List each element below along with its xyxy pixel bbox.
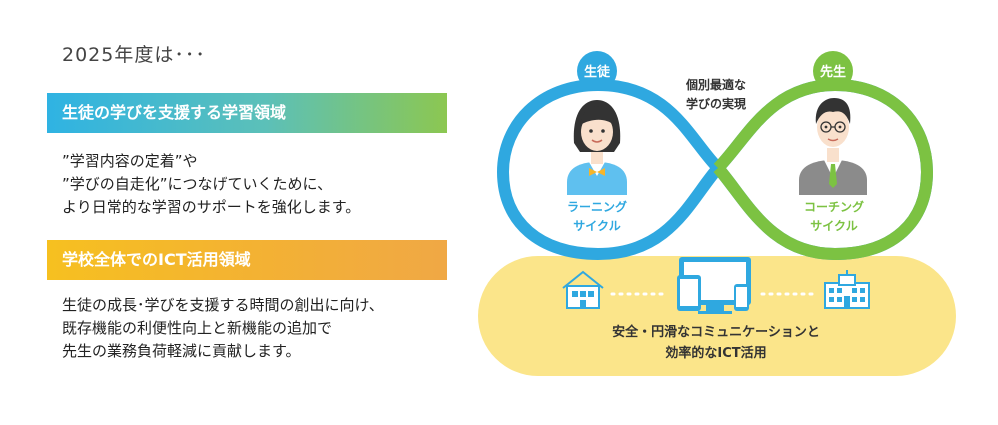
teacher-badge [813,51,853,91]
student-illustration [567,100,627,195]
section2-line: 生徒の成長･学びを支援する時間の創出に向け、 [62,296,384,314]
section1-line: より日常的な学習のサポートを強化します。 [62,198,361,216]
coaching-cycle-label-line2: サイクル [810,219,857,233]
infinity-loop-right-half [713,78,934,261]
section1-description: ”学習内容の定着”や ”学びの自走化”につなげていくために、 より日常的な学習の… [62,150,360,219]
coaching-cycle-label-line1: コーチング [804,199,864,214]
house-icon [562,270,604,309]
bottom-label-line1: 安全・円滑なコミュニケーションと [612,324,820,340]
section2-line: 既存機能の利便性向上と新機能の追加で [62,319,333,337]
student-badge [577,51,617,91]
learning-cycle-label-line2: サイクル [573,219,620,233]
section1-line: ”学びの自走化”につなげていくために、 [62,175,333,193]
center-label-line2: 学びの実現 [686,96,746,111]
page-heading: 2025年度は･･･ [62,44,206,66]
section2-title-band: 学校全体でのICT活用領域 [47,240,447,280]
student-badge-label: 生徒 [584,64,611,80]
section1-line: ”学習内容の定着”や [62,152,198,170]
bottom-label-line2: 効率的なICT活用 [665,345,766,361]
school-building-icon [824,270,870,309]
section2-description: 生徒の成長･学びを支援する時間の創出に向け、 既存機能の利便性向上と新機能の追加… [62,294,384,363]
devices-icon [677,257,751,314]
section1-title-band: 生徒の学びを支援する学習領域 [47,93,447,133]
center-label-line1: 個別最適な [685,77,746,92]
teacher-badge-label: 先生 [820,64,846,80]
learning-cycle-label-line1: ラーニング [567,199,627,214]
section2-line: 先生の業務負荷軽減に貢献します。 [62,342,301,360]
teacher-illustration [799,98,867,195]
